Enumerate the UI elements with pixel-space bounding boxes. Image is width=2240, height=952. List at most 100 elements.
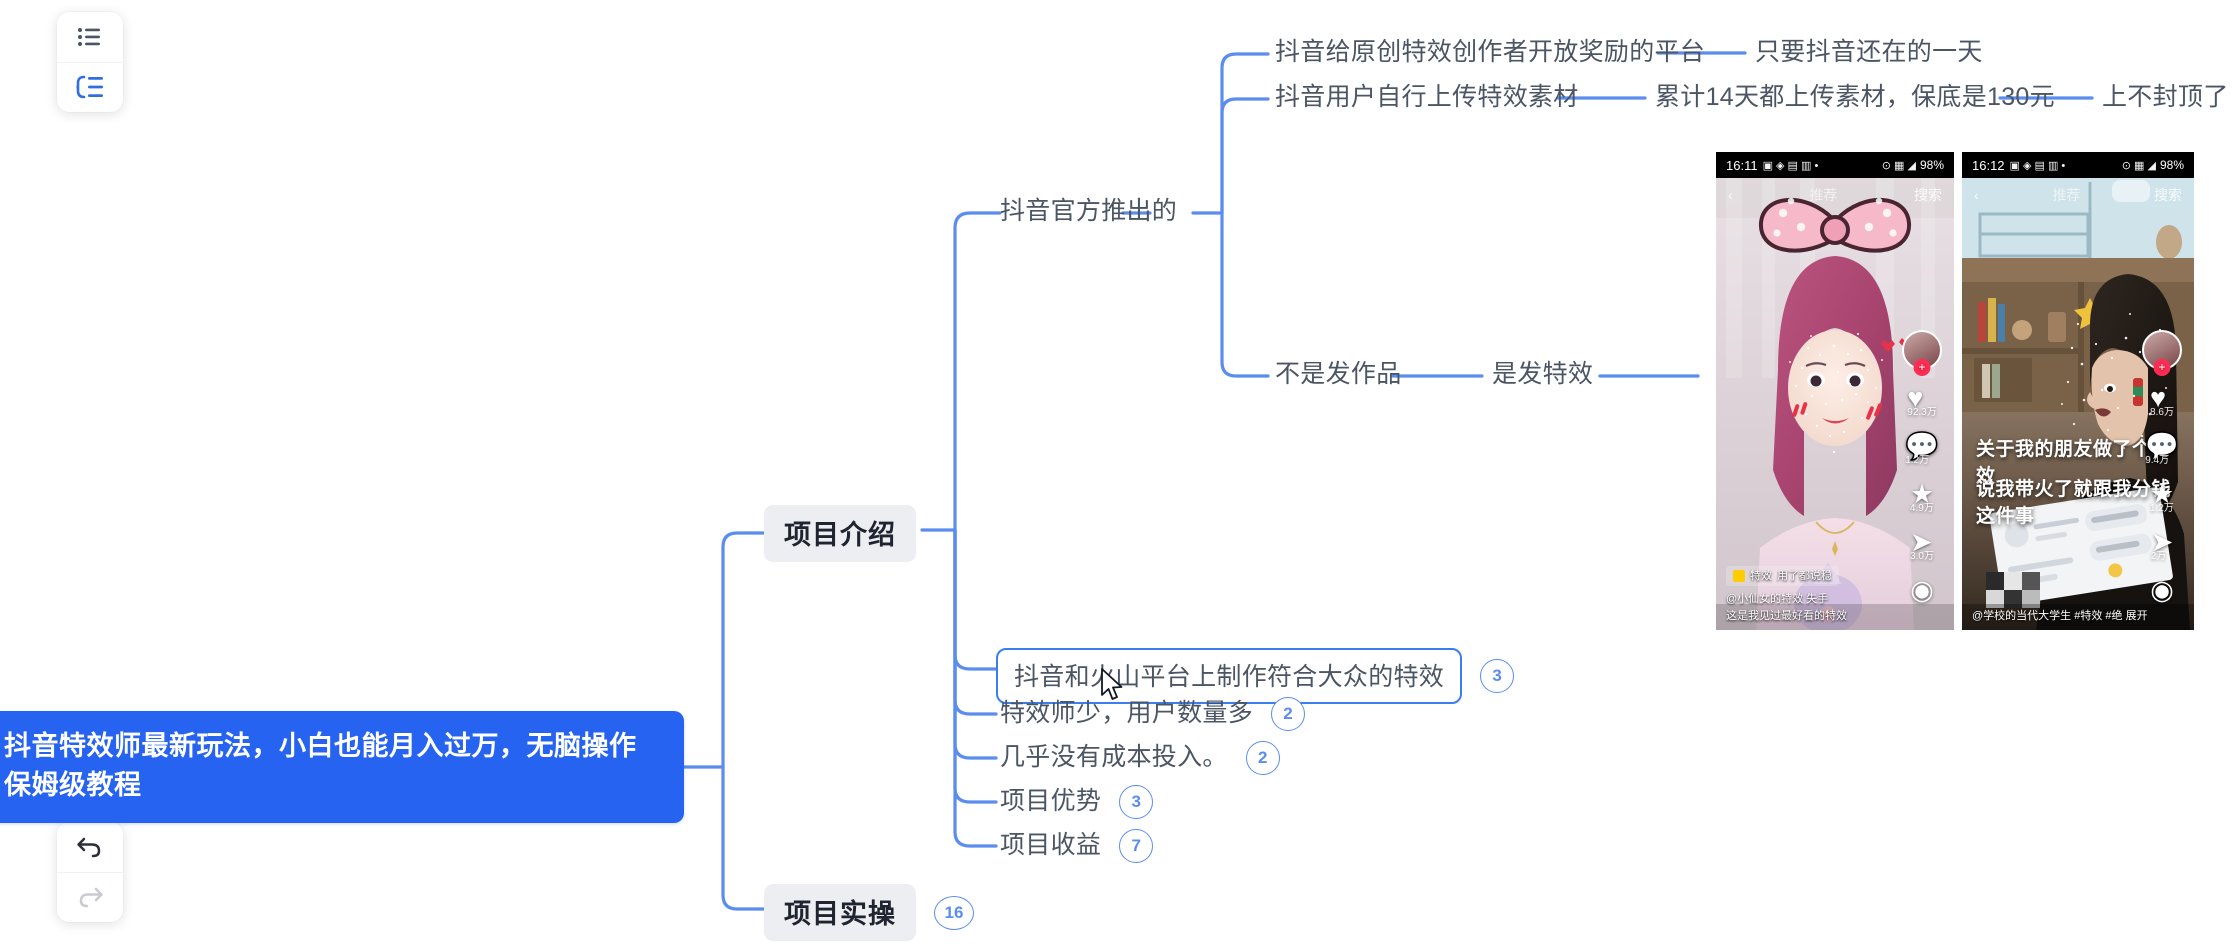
outline-view-button[interactable] [57, 12, 123, 62]
view-toolbar[interactable] [57, 12, 123, 112]
mouse-cursor [1101, 668, 1123, 700]
node-few-creators-label: 特效师少，用户数量多 [1000, 699, 1254, 728]
topic-node-practice-label: 项目实操 [764, 884, 916, 941]
video-desc-2: @学校的当代大学生 #特效 #绝 展开 [1972, 609, 2148, 622]
node-official-launch[interactable]: 抖音官方推出的 [1000, 196, 1177, 227]
history-toolbar[interactable] [57, 822, 123, 922]
nav-caption-1[interactable]: 推荐 [1809, 187, 1838, 203]
node-reward-platform-chain-1[interactable]: 只要抖音还在的一天 [1755, 37, 1983, 68]
status-icons-1: ▣ ◈ ▤ ▥ • [1762, 159, 1819, 172]
node-user-upload-chain-2[interactable]: 上不封顶了 [2102, 82, 2229, 113]
node-few-creators-badge[interactable]: 2 [1271, 697, 1306, 731]
node-user-upload-chain-1-label: 累计14天都上传素材，保底是130元 [1655, 83, 2055, 111]
status-right-2: ⊙ ▦ ◢ 98% [2122, 158, 2184, 172]
avatar-1[interactable] [1902, 330, 1942, 370]
node-not-post-works-label: 不是发作品 [1275, 360, 1402, 388]
comment-count-2: 9.4万 [2145, 455, 2170, 466]
nav-caption-2[interactable]: 推荐 [2052, 187, 2081, 203]
comment-icon-2[interactable]: 💬 [2145, 431, 2179, 461]
node-user-upload-chain-2-label: 上不封顶了 [2102, 83, 2229, 111]
share-icon-1[interactable]: ➤ [1910, 527, 1933, 557]
redo-arrow-icon [79, 888, 103, 908]
effect-chip-1[interactable]: 特效 用了都说稳 [1726, 565, 1839, 586]
share-count-1: 3.0万 [1910, 551, 1934, 562]
node-make-effects-label[interactable]: 抖音和火山平台上制作符合大众的特效 [996, 648, 1463, 704]
node-earnings[interactable]: 项目收益 7 [1000, 829, 1154, 863]
node-make-effects-badge[interactable]: 3 [1480, 659, 1515, 693]
node-official-launch-label: 抖音官方推出的 [1000, 197, 1178, 225]
back-icon-2[interactable]: ‹ [1974, 187, 1979, 203]
node-reward-platform[interactable]: 抖音给原创特效创作者开放奖励的平台 [1275, 37, 1705, 68]
status-icons-2: ▣ ◈ ▤ ▥ • [2009, 159, 2066, 172]
signal-icon-2: ⊙ ▦ ◢ [2121, 159, 2156, 172]
mindmap-icon [76, 75, 103, 99]
node-not-post-works-chain-1[interactable]: 是发特效 [1492, 359, 1593, 390]
video-desc-1b: 这是我见过最好看的特效 [1726, 609, 1847, 622]
topic-node-practice[interactable]: 项目实操 16 [764, 884, 974, 941]
topic-node-intro-label: 项目介绍 [764, 505, 916, 562]
node-earnings-badge[interactable]: 7 [1119, 829, 1154, 863]
status-right-1: ⊙ ▦ ◢ 98% [1882, 158, 1944, 172]
status-bar-1: 16:11 ▣ ◈ ▤ ▥ • ⊙ ▦ ◢ 98% [1716, 152, 1954, 178]
node-advantages-badge[interactable]: 3 [1119, 785, 1154, 819]
node-user-upload[interactable]: 抖音用户自行上传特效素材 [1275, 82, 1579, 113]
node-reward-platform-label: 抖音给原创特效创作者开放奖励的平台 [1275, 38, 1706, 66]
action-rail-2[interactable]: ♥ 8.6万 💬 9.4万 ★ 1.2万 ➤ 2万 ◉ [2138, 330, 2186, 604]
status-time-1: 16:11 [1726, 157, 1758, 173]
share-count-2: 2万 [2150, 551, 2167, 562]
battery-level-2: 98% [2159, 158, 2184, 172]
node-not-post-works[interactable]: 不是发作品 [1275, 359, 1402, 390]
undo-arrow-icon [77, 837, 101, 857]
attachment-douyin-screenshot-1[interactable]: 16:11 ▣ ◈ ▤ ▥ • ⊙ ▦ ◢ 98% ‹ 推荐 搜索 ♥ 92.3… [1716, 152, 1954, 630]
favorite-icon-1[interactable]: ★ [1909, 479, 1935, 509]
list-outline-icon [78, 27, 100, 46]
video-meta-1: 特效 用了都说稳 @小仙女的特效 失手 这是我见过最好看的特效 [1716, 560, 1954, 631]
video-caption-line1: 关于我的朋友做了个特效 [1976, 439, 2172, 487]
mindmap-view-button[interactable] [57, 61, 123, 113]
status-bar-2: 16:12 ▣ ◈ ▤ ▥ • ⊙ ▦ ◢ 98% [1962, 152, 2194, 178]
effect-chip-label-1: 特效 [1750, 569, 1772, 582]
like-count-2: 8.6万 [2150, 407, 2174, 418]
node-user-upload-chain-1[interactable]: 累计14天都上传素材，保底是130元 [1655, 82, 2055, 113]
node-few-creators[interactable]: 特效师少，用户数量多 2 [1000, 697, 1306, 731]
node-not-post-works-chain-1-label: 是发特效 [1492, 360, 1594, 388]
node-no-cost-badge[interactable]: 2 [1245, 741, 1280, 775]
attachment-douyin-screenshot-2[interactable]: 16:12 ▣ ◈ ▤ ▥ • ⊙ ▦ ◢ 98% ‹ 推荐 搜索 关于我的朋友… [1962, 152, 2194, 630]
back-icon-1[interactable]: ‹ [1728, 187, 1733, 203]
node-advantages[interactable]: 项目优势 3 [1000, 785, 1154, 819]
favorite-icon-2[interactable]: ★ [2149, 479, 2175, 509]
effect-chip-icon-1 [1733, 569, 1745, 582]
video-nav-1[interactable]: ‹ 推荐 搜索 [1716, 180, 1954, 210]
action-rail-1[interactable]: ♥ 92.3万 💬 1.2万 ★ 4.9万 ➤ 3.0万 ◉ [1898, 330, 1946, 604]
video-frame-1 [1716, 152, 1954, 630]
like-icon-2[interactable]: ♥ [2150, 383, 2167, 413]
like-count-1: 92.3万 [1907, 407, 1937, 418]
status-time-2: 16:12 [1972, 157, 2005, 173]
nav-search-1[interactable]: 搜索 [1913, 187, 1942, 203]
node-make-effects[interactable]: 抖音和火山平台上制作符合大众的特效 3 [996, 648, 1515, 704]
node-no-cost[interactable]: 几乎没有成本投入。 2 [1000, 741, 1280, 775]
topic-node-practice-badge[interactable]: 16 [934, 895, 974, 930]
video-desc-1: @小仙女的特效 失手 [1726, 593, 1829, 605]
favorite-count-2: 1.2万 [2149, 503, 2174, 514]
topic-node-intro[interactable]: 项目介绍 [764, 505, 916, 562]
music-disc-icon-1[interactable]: ◉ [1910, 575, 1934, 605]
undo-button[interactable] [57, 822, 123, 872]
redo-button[interactable] [57, 871, 123, 923]
avatar-2[interactable] [2142, 330, 2182, 370]
like-icon-1[interactable]: ♥ [1907, 383, 1924, 413]
effect-name-1: 用了都说稳 [1777, 569, 1832, 582]
root-node[interactable]: 抖音特效师最新玩法，小白也能月入过万，无脑操作保姆级教程 [0, 711, 684, 824]
nav-search-2[interactable]: 搜索 [2153, 187, 2182, 203]
music-disc-icon-2[interactable]: ◉ [2150, 575, 2174, 605]
root-node-label: 抖音特效师最新玩法，小白也能月入过万，无脑操作保姆级教程 [4, 731, 637, 801]
battery-level-1: 98% [1919, 158, 1944, 172]
share-icon-2[interactable]: ➤ [2150, 527, 2174, 557]
video-caption-line2: 说我带火了就跟我分钱这件事 [1976, 479, 2172, 527]
video-nav-2[interactable]: ‹ 推荐 搜索 [1962, 180, 2194, 210]
node-advantages-label: 项目优势 [1000, 787, 1102, 816]
comment-icon-1[interactable]: 💬 [1905, 431, 1939, 461]
favorite-count-1: 4.9万 [1909, 503, 1934, 514]
video-frame-2 [1962, 152, 2194, 630]
